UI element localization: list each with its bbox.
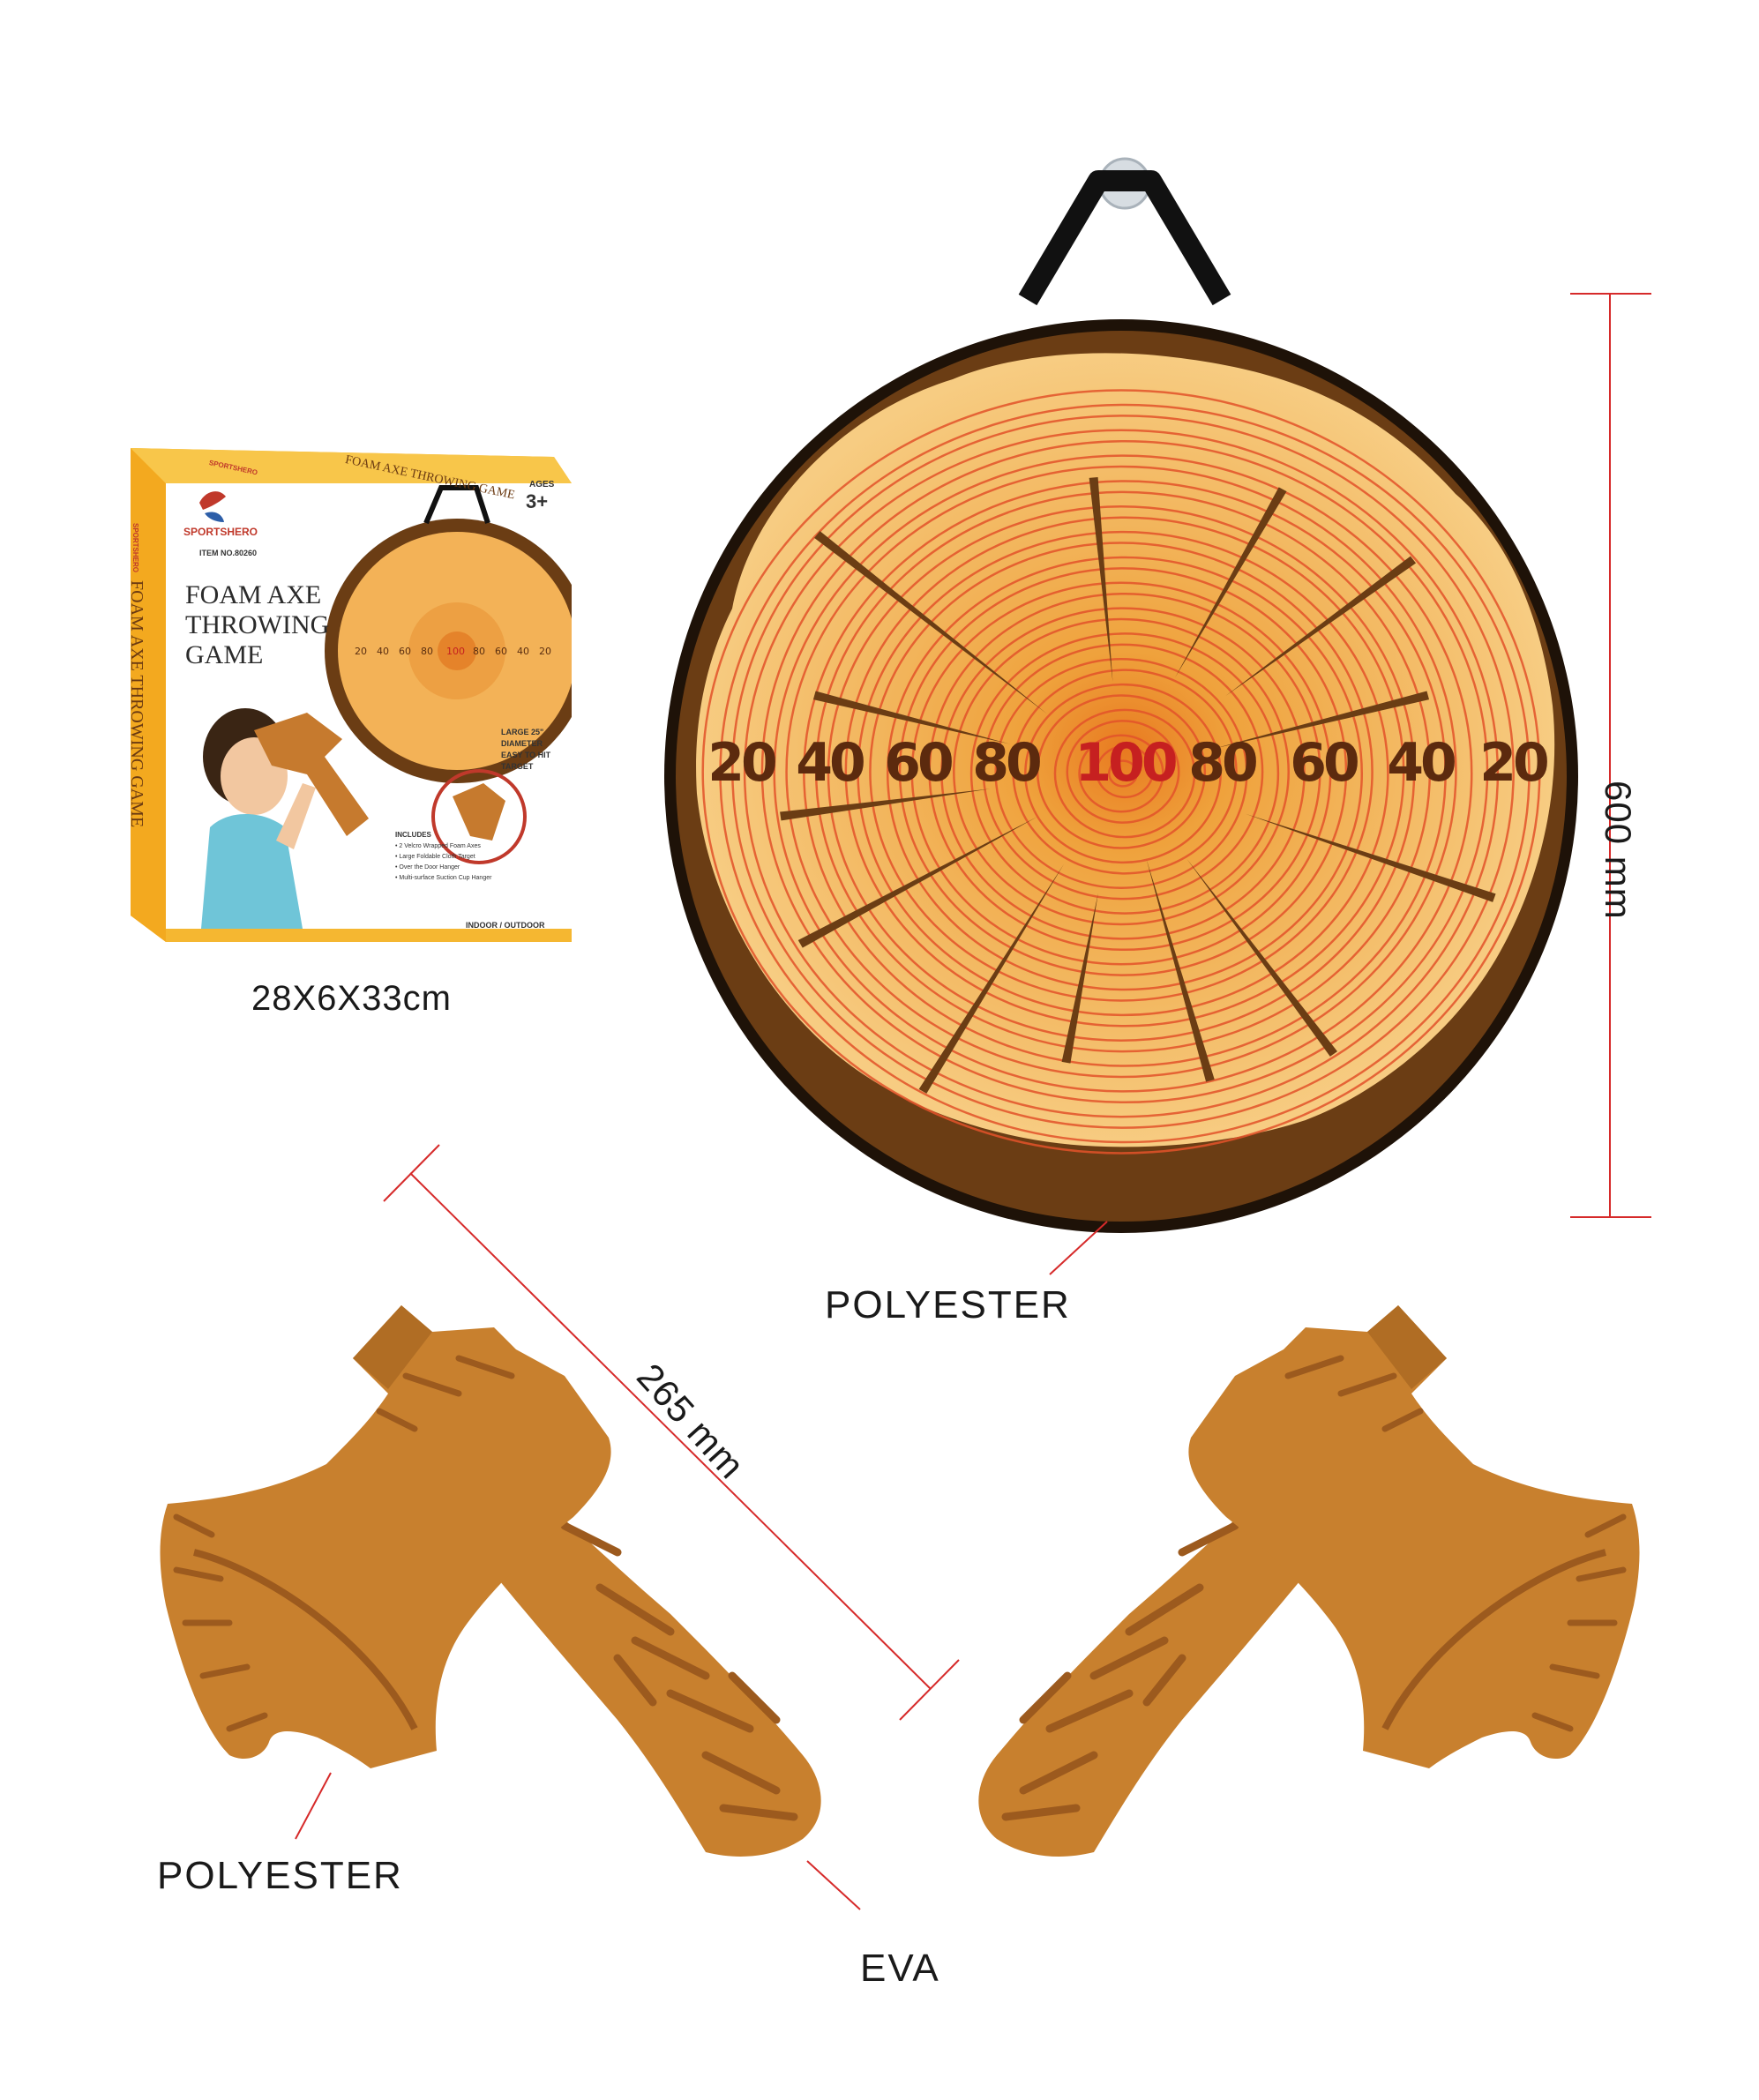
tree-ring <box>953 617 1290 926</box>
tree-ring <box>1096 744 1154 799</box>
target-score: 20 <box>1479 732 1547 794</box>
axe-left-head <box>160 1305 611 1768</box>
tree-ring <box>1078 734 1164 813</box>
axe-handle-material: EVA <box>860 1947 940 1990</box>
box-score: 40 <box>377 646 389 657</box>
box-score: 80 <box>421 646 433 657</box>
product-box: SPORTSHERO FOAM AXE THROWING GAME SPORTS… <box>127 448 572 942</box>
hanging-strap <box>1018 157 1231 306</box>
tree-ring <box>994 658 1248 889</box>
tree-ring <box>857 530 1389 1017</box>
tree-ring <box>827 505 1416 1042</box>
axe-head-leader <box>295 1772 332 1840</box>
axe-handle-leader <box>806 1860 861 1910</box>
box-includes-list: • 2 Velcro Wrapped Foam Axes • Large Fol… <box>395 843 492 881</box>
target-material-leader <box>1049 1221 1108 1275</box>
wood-crack <box>1175 487 1287 678</box>
axe-left-handle <box>476 1491 821 1857</box>
wood-crack <box>780 788 991 821</box>
tree-ring <box>1066 720 1180 824</box>
tree-ring <box>814 490 1432 1053</box>
wood-crack <box>1215 691 1430 749</box>
tree-ring <box>773 454 1473 1093</box>
tree-ring <box>701 389 1541 1155</box>
wood-crack <box>1186 859 1337 1057</box>
tree-ring <box>910 581 1332 966</box>
target-score: 80 <box>972 732 1040 794</box>
box-ages-value: 3+ <box>526 490 549 512</box>
tree-ring <box>760 439 1489 1104</box>
tree-ring <box>982 643 1264 901</box>
tree-ring <box>969 632 1280 915</box>
box-score: 80 <box>473 646 485 657</box>
tree-ring <box>844 516 1405 1028</box>
target-score: 80 <box>1188 732 1256 794</box>
tree-ring <box>731 415 1515 1129</box>
tree-ring <box>886 556 1364 991</box>
wood-crack <box>814 531 1047 714</box>
box-indoor-outdoor: INDOOR / OUTDOOR <box>466 921 545 930</box>
tree-ring <box>1107 759 1139 788</box>
tree-ring <box>869 542 1374 1002</box>
tree-ring <box>785 465 1457 1079</box>
box-ages-label: AGES <box>529 480 555 490</box>
dimension-265 <box>383 1144 960 1721</box>
target-score: 100 <box>1074 732 1175 794</box>
box-dimensions: 28X6X33cm <box>251 979 452 1018</box>
tree-ring <box>1036 694 1207 849</box>
tree-ring <box>928 592 1321 952</box>
target-material: POLYESTER <box>825 1283 1071 1327</box>
target-score: 20 <box>707 732 775 794</box>
wood-crack <box>1225 556 1417 697</box>
wood-crack <box>797 817 1037 948</box>
box-side-title: FOAM AXE THROWING GAME <box>127 580 146 828</box>
wood-crack <box>1089 477 1113 683</box>
wood-crack <box>1245 813 1496 902</box>
tree-ring <box>940 607 1306 940</box>
box-brand: SPORTSHERO <box>183 526 258 538</box>
box-score: 40 <box>517 646 529 657</box>
axe-right <box>978 1305 1640 1857</box>
wood-crack <box>918 863 1064 1094</box>
axe-head-material: POLYESTER <box>157 1854 403 1897</box>
wood-face <box>696 353 1555 1147</box>
box-score: 20 <box>355 646 367 657</box>
target-score: 60 <box>884 732 952 794</box>
box-side-brand: SPORTSHERO <box>131 523 139 573</box>
target-score: 40 <box>1387 732 1455 794</box>
target-score: 40 <box>796 732 864 794</box>
tree-ring <box>898 567 1348 976</box>
box-title: FOAM AXE THROWING GAME <box>185 580 330 669</box>
tree-ring <box>803 480 1447 1067</box>
box-score: 100 <box>446 646 465 657</box>
target-size: 600 mm <box>1598 781 1639 920</box>
target-score: 60 <box>1290 732 1358 794</box>
tree-ring <box>1012 669 1238 875</box>
box-score: 60 <box>495 646 507 657</box>
box-target-info: LARGE 25" DIAMETER EASY TO HIT TARGET <box>501 728 551 771</box>
tree-ring <box>719 403 1531 1144</box>
box-score: 60 <box>399 646 411 657</box>
tree-ring <box>1053 708 1196 839</box>
wood-crack <box>812 691 1011 744</box>
tree-ring <box>1024 683 1222 864</box>
wood-crack <box>1061 893 1098 1064</box>
wood-crack <box>1146 858 1215 1082</box>
box-item-number: ITEM NO.80260 <box>199 549 258 557</box>
box-score: 20 <box>539 646 551 657</box>
box-includes-heading: INCLUDES <box>395 831 431 839</box>
axe-left <box>160 1305 821 1857</box>
tree-ring <box>743 429 1500 1118</box>
dimension-600 <box>1570 293 1651 1218</box>
